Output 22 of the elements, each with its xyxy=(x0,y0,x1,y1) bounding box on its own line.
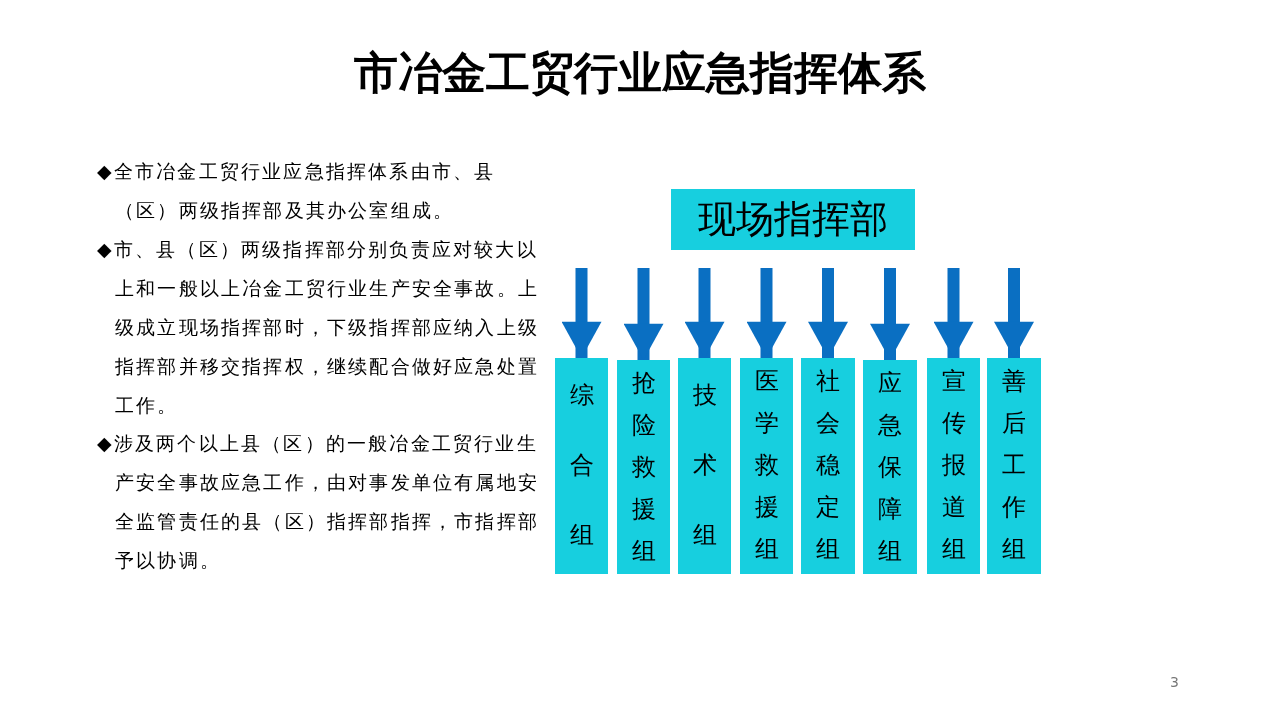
group-column: 善后工作组 xyxy=(987,358,1041,574)
group-column: 抢险救援组 xyxy=(617,360,670,574)
arrow xyxy=(933,268,974,358)
group-column: 宣传报道组 xyxy=(927,358,980,574)
bullet-paragraph: ◆涉及两个以上县（区）的一般冶金工贸行业生产安全事故应急工作，由对事发单位有属地安全监管责任的县（区）指挥部指挥，市指挥部予以协调。 xyxy=(97,431,540,573)
arrow xyxy=(746,268,787,358)
arrow xyxy=(870,268,910,360)
group-column: 医学救援组 xyxy=(740,358,793,574)
group-column: 应急保障组 xyxy=(863,360,917,574)
arrow xyxy=(684,268,725,358)
page-number: 3 xyxy=(1170,674,1179,690)
group-column: 综合组 xyxy=(555,358,608,574)
group-column: 社会稳定组 xyxy=(801,358,855,574)
slide-title: 市冶金工贸行业应急指挥体系 xyxy=(353,46,927,100)
arrow xyxy=(808,268,848,358)
group-column: 技术组 xyxy=(678,358,731,574)
arrow xyxy=(994,268,1034,358)
bullet-paragraph: ◆全市冶金工贸行业应急指挥体系由市、县（区）两级指挥部及其办公室组成。 xyxy=(97,159,497,223)
arrow xyxy=(623,268,664,360)
command-box: 现场指挥部 xyxy=(671,189,915,250)
bullet-paragraph: ◆市、县（区）两级指挥部分别负责应对较大以上和一般以上冶金工贸行业生产安全事故。上级成立现场指挥部时，下级指挥部应纳入上级指挥部并移交指挥权，继续配合做好应急处置工作。 xyxy=(97,237,540,418)
arrow xyxy=(561,268,602,358)
